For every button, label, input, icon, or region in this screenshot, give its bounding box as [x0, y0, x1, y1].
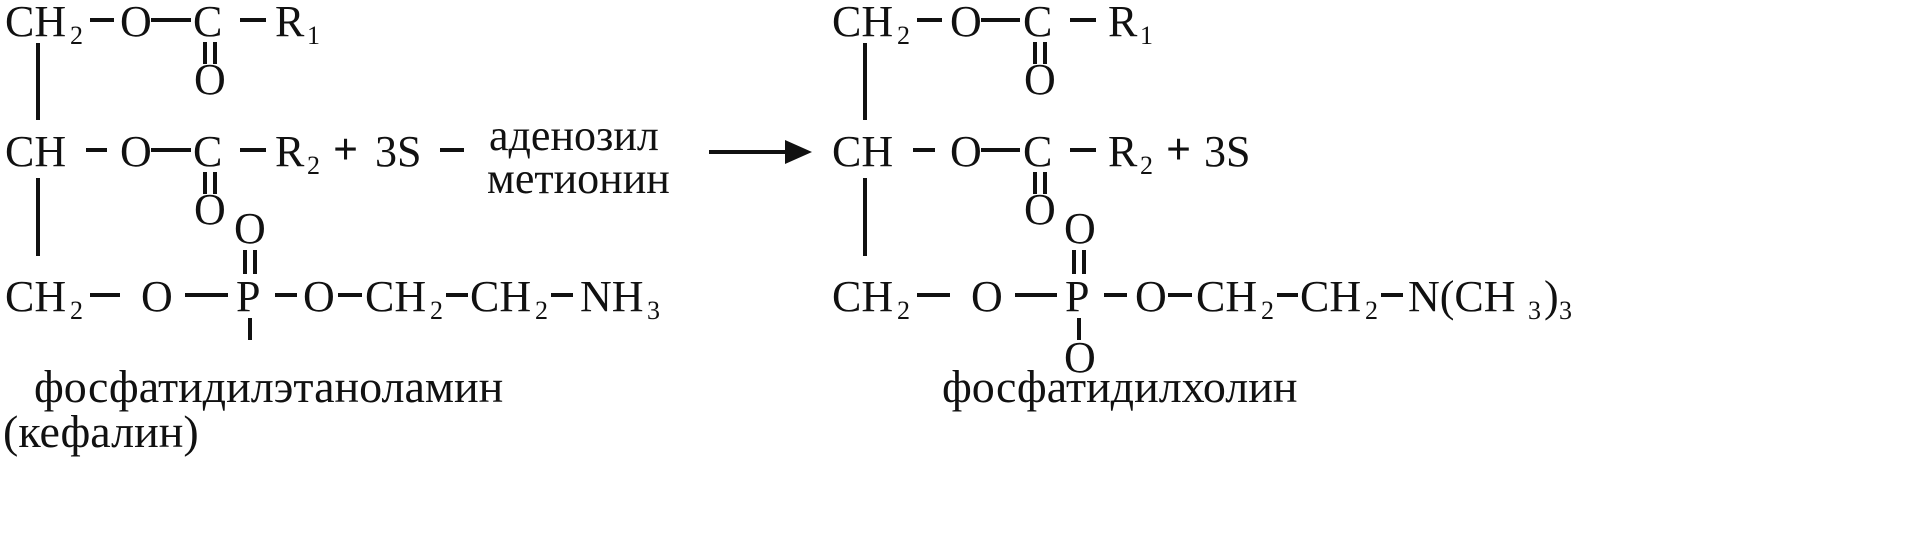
left-r1-r-sub: 1 [307, 21, 320, 50]
right-r3-ch2: CH [832, 272, 893, 321]
left-r3-o1: O [141, 272, 173, 321]
left-r3-ch2b: CH [470, 272, 531, 321]
reaction-arrow [709, 140, 812, 164]
right-r1-o: O [950, 0, 982, 46]
right-r3-n: N(CH [1408, 272, 1516, 321]
left-caption-line1: фосфатидилэтаноламин [34, 361, 503, 412]
left-r2-c: C [193, 127, 222, 176]
right-r3-p: P [1065, 272, 1089, 321]
right-r1-r-sub: 1 [1140, 21, 1153, 50]
left-r1-o: O [120, 0, 152, 46]
right-r1-ch2-sub: 2 [897, 21, 910, 50]
right-r3-o1: O [971, 272, 1003, 321]
left-r3-o2: O [303, 272, 335, 321]
left-r3-ch2a: CH [365, 272, 426, 321]
reagent-s-adenosylmethionine: + 3S аденозил метионин [333, 111, 670, 203]
left-r3-nh3-sub: 3 [647, 296, 660, 325]
left-r1-ch2: CH [5, 0, 66, 46]
left-r1-c: C [193, 0, 222, 46]
reagent-line2: метионин [487, 154, 670, 203]
right-r2-o: O [950, 127, 982, 176]
right-3s: 3S [1204, 127, 1250, 176]
left-r3-ch2-sub: 2 [70, 296, 83, 325]
right-r2-ch: CH [832, 127, 893, 176]
left-r2-dbl-o: O [194, 185, 226, 234]
left-r3-p-top-o: O [234, 204, 266, 253]
right-r3-ch2b: CH [1300, 272, 1361, 321]
right-r3-p-bottom-o: O [1064, 333, 1096, 382]
right-r3-o2: O [1135, 272, 1167, 321]
right-r2-r: R [1108, 127, 1138, 176]
right-plus-sign: + [1166, 125, 1191, 174]
left-molecule-phosphatidylethanolamine: CH 2 O C R 1 O CH O C R 2 O CH 2 O P O [3, 0, 660, 457]
right-r3-ch2a: CH [1196, 272, 1257, 321]
reagent-line1: аденозил [489, 111, 659, 160]
right-r3-ch2a-sub: 2 [1261, 296, 1274, 325]
right-r3-n-sub: 3 [1528, 296, 1541, 325]
right-r2-r-sub: 2 [1140, 151, 1153, 180]
right-r3-n-sub2: 3 [1559, 296, 1572, 325]
right-caption: фосфатидилхолин [942, 361, 1298, 412]
right-r3-ch2b-sub: 2 [1365, 296, 1378, 325]
right-r1-c: C [1023, 0, 1052, 46]
left-r2-r: R [275, 127, 305, 176]
left-r3-ch2: CH [5, 272, 66, 321]
left-r2-ch: CH [5, 127, 66, 176]
left-caption-line2: (кефалин) [3, 406, 199, 457]
arrow-head [785, 140, 812, 164]
right-r1-r: R [1108, 0, 1138, 46]
reagent-3s: 3S [375, 127, 421, 176]
right-r3-n-close: ) [1544, 272, 1559, 321]
left-r1-dbl-o: O [194, 55, 226, 104]
left-r2-o: O [120, 127, 152, 176]
right-molecule-phosphatidylcholine: CH 2 O C R 1 O CH O C R 2 + 3S O CH 2 O [832, 0, 1572, 412]
right-r1-dbl-o: O [1024, 55, 1056, 104]
left-r3-ch2b-sub: 2 [535, 296, 548, 325]
left-r3-p: P [236, 272, 260, 321]
right-r3-ch2-sub: 2 [897, 296, 910, 325]
right-r1-ch2: CH [832, 0, 893, 46]
right-r3-p-top-o: O [1064, 204, 1096, 253]
right-r2-c: C [1023, 127, 1052, 176]
plus-sign: + [333, 125, 358, 174]
left-r1-r: R [275, 0, 305, 46]
right-r2-dbl-o: O [1024, 185, 1056, 234]
left-r3-nh3: NH [580, 272, 644, 321]
left-r2-r-sub: 2 [307, 151, 320, 180]
left-r1-ch2-sub: 2 [70, 21, 83, 50]
left-r3-ch2a-sub: 2 [430, 296, 443, 325]
